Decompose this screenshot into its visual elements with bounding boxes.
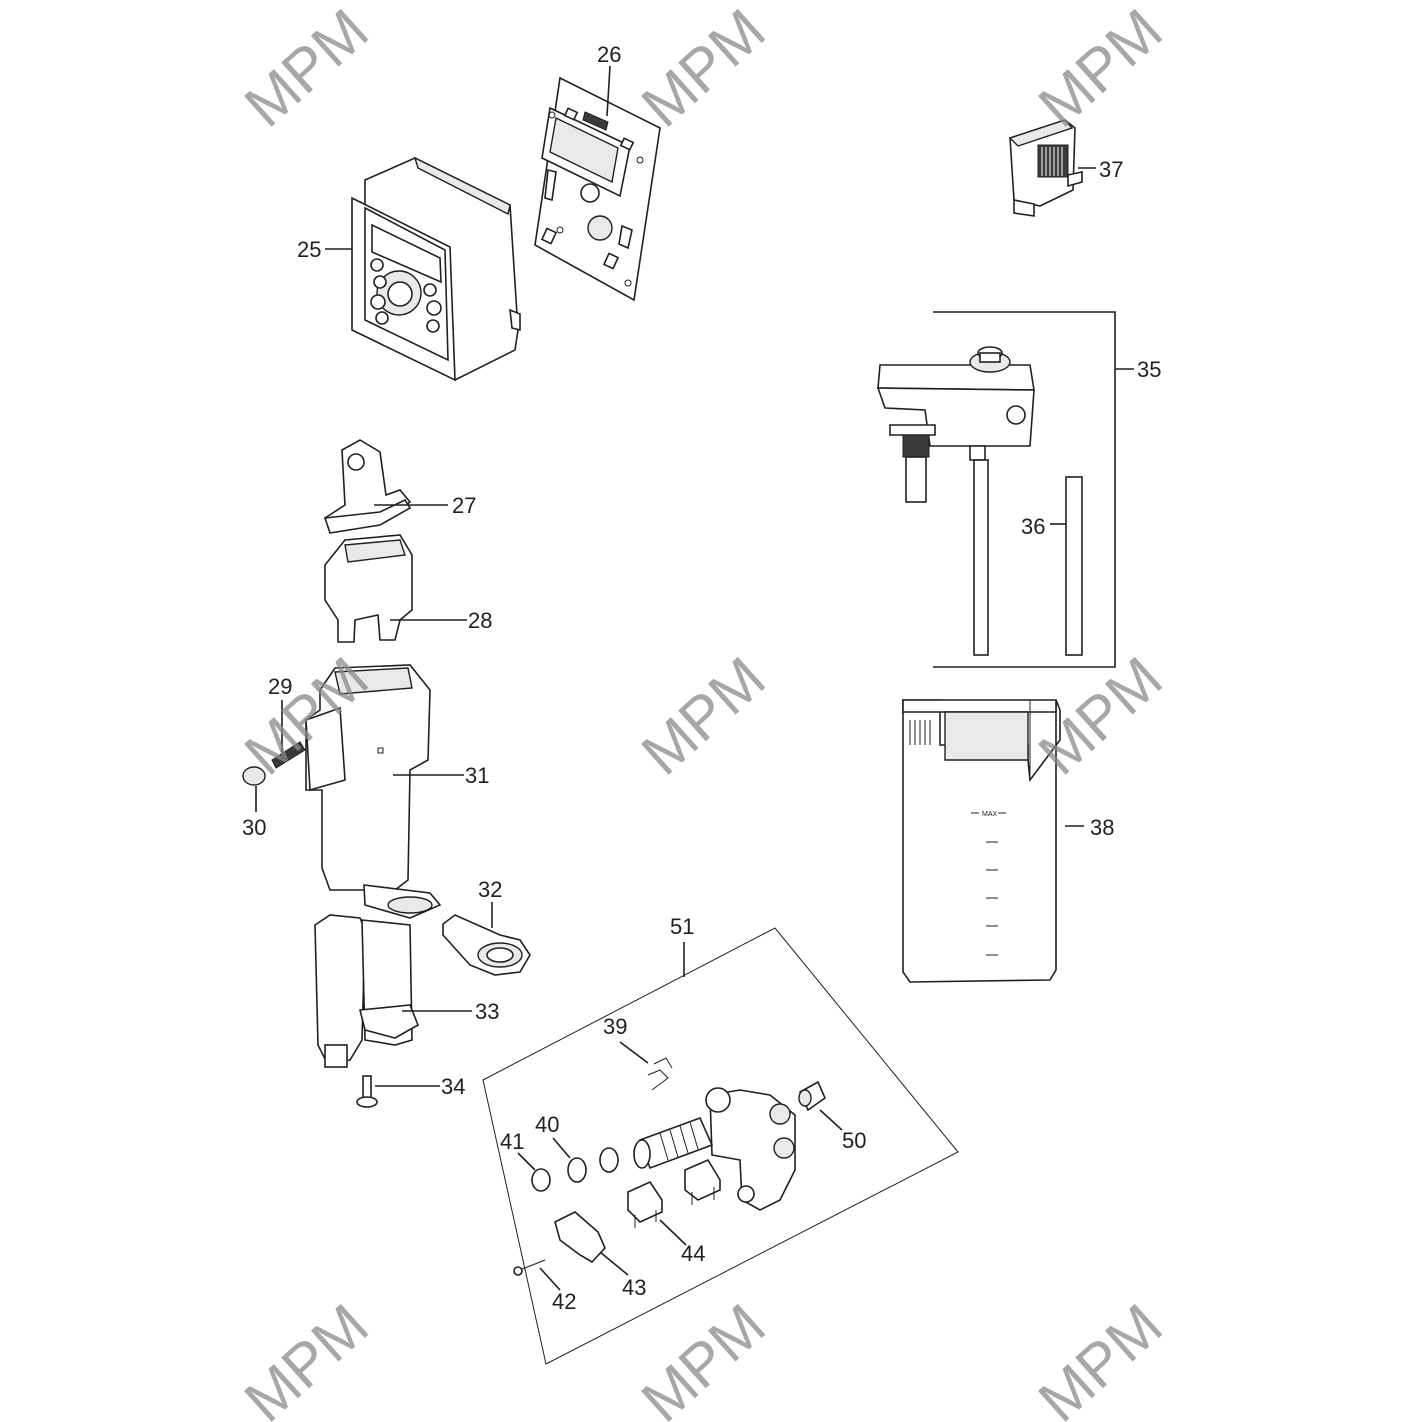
callout-38: 38 xyxy=(1090,815,1114,840)
callout-31: 31 xyxy=(465,763,489,788)
part-43-lever xyxy=(554,1211,629,1276)
watermark: MPM xyxy=(232,1291,381,1422)
part-35-valve-assembly xyxy=(876,311,1134,668)
part-39-clip xyxy=(619,1041,673,1091)
watermark: MPM xyxy=(629,644,778,787)
part-51-dispenser-assembly xyxy=(482,927,959,1365)
callout-33: 33 xyxy=(475,999,499,1024)
callout-34: 34 xyxy=(441,1074,465,1099)
part-25-control-panel-housing xyxy=(351,156,521,382)
watermark: MPM xyxy=(232,0,381,140)
callout-26: 26 xyxy=(597,42,621,67)
watermark: MPM xyxy=(1026,0,1175,140)
tank-max-marking: MAX xyxy=(982,811,998,818)
callout-39: 39 xyxy=(603,1014,627,1039)
part-32-plate xyxy=(442,902,531,976)
part-37-steam-knob xyxy=(1008,119,1096,217)
watermark: MPM xyxy=(629,0,778,140)
watermark: MPM xyxy=(1026,1291,1175,1422)
callout-37: 37 xyxy=(1099,157,1123,182)
part-36-water-tube xyxy=(1050,476,1083,656)
part-44-microswitch xyxy=(627,1158,721,1246)
callout-27: 27 xyxy=(452,493,476,518)
valve-spring xyxy=(902,434,930,458)
callout-43: 43 xyxy=(622,1275,646,1300)
part-27-clip xyxy=(323,439,448,534)
callout-50: 50 xyxy=(842,1128,866,1153)
part-38-water-tank: MAX xyxy=(902,699,1084,983)
callout-41: 41 xyxy=(500,1129,524,1154)
callout-28: 28 xyxy=(468,608,492,633)
callout-35: 35 xyxy=(1137,357,1161,382)
callout-40: 40 xyxy=(535,1112,559,1137)
part-50-nipple xyxy=(798,1080,843,1131)
part-41-washer xyxy=(517,1152,551,1192)
part-28-upper-housing xyxy=(324,534,467,643)
dispenser-valve-body xyxy=(633,1087,796,1211)
part-40-o-ring xyxy=(552,1137,619,1183)
part-30-cap xyxy=(242,766,266,812)
callout-44: 44 xyxy=(681,1241,705,1266)
callout-30: 30 xyxy=(242,815,266,840)
callout-51: 51 xyxy=(670,914,694,939)
part-33-lower-column xyxy=(314,914,472,1068)
part-42-pin xyxy=(513,1259,561,1291)
callout-32: 32 xyxy=(478,877,502,902)
part-34-screw xyxy=(356,1075,440,1108)
callout-36: 36 xyxy=(1021,514,1045,539)
part-31-main-column xyxy=(305,664,464,919)
part-29-spring xyxy=(271,700,306,769)
watermark: MPM xyxy=(629,1291,778,1422)
callout-25: 25 xyxy=(297,237,321,262)
callout-29: 29 xyxy=(268,674,292,699)
part-26-control-circuit-board xyxy=(534,65,661,302)
callout-42: 42 xyxy=(552,1289,576,1314)
